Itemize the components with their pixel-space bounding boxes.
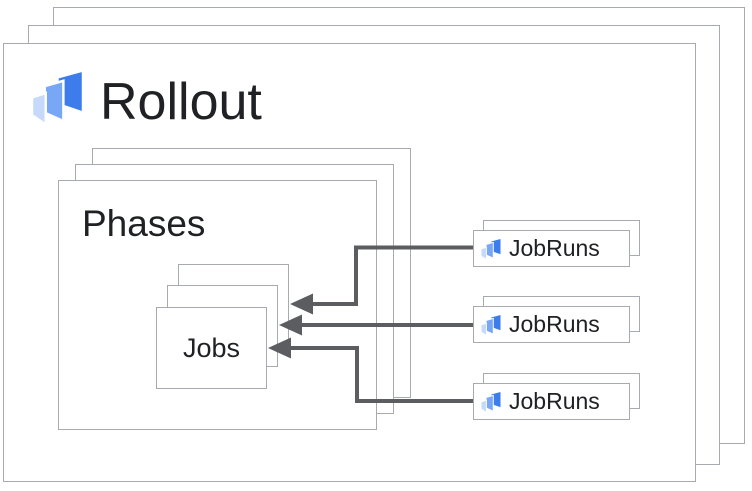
- jobruns-card-3: JobRuns: [473, 383, 630, 420]
- jobs-title: Jobs: [182, 332, 241, 363]
- jobruns-label: JobRuns: [509, 235, 600, 261]
- jobruns-card-2: JobRuns: [473, 306, 630, 343]
- jobruns-label: JobRuns: [509, 388, 600, 414]
- phases-title: Phases: [82, 203, 206, 244]
- cloud-deploy-icon: [32, 69, 83, 125]
- jobruns-label: JobRuns: [509, 311, 600, 337]
- cloud-deploy-icon: [481, 391, 501, 413]
- rollout-title: Rollout: [100, 73, 262, 131]
- jobs-card: Jobs: [156, 307, 267, 389]
- cloud-deploy-icon: [481, 238, 501, 260]
- cloud-deploy-icon: [481, 314, 501, 336]
- jobruns-card-1: JobRuns: [473, 230, 630, 267]
